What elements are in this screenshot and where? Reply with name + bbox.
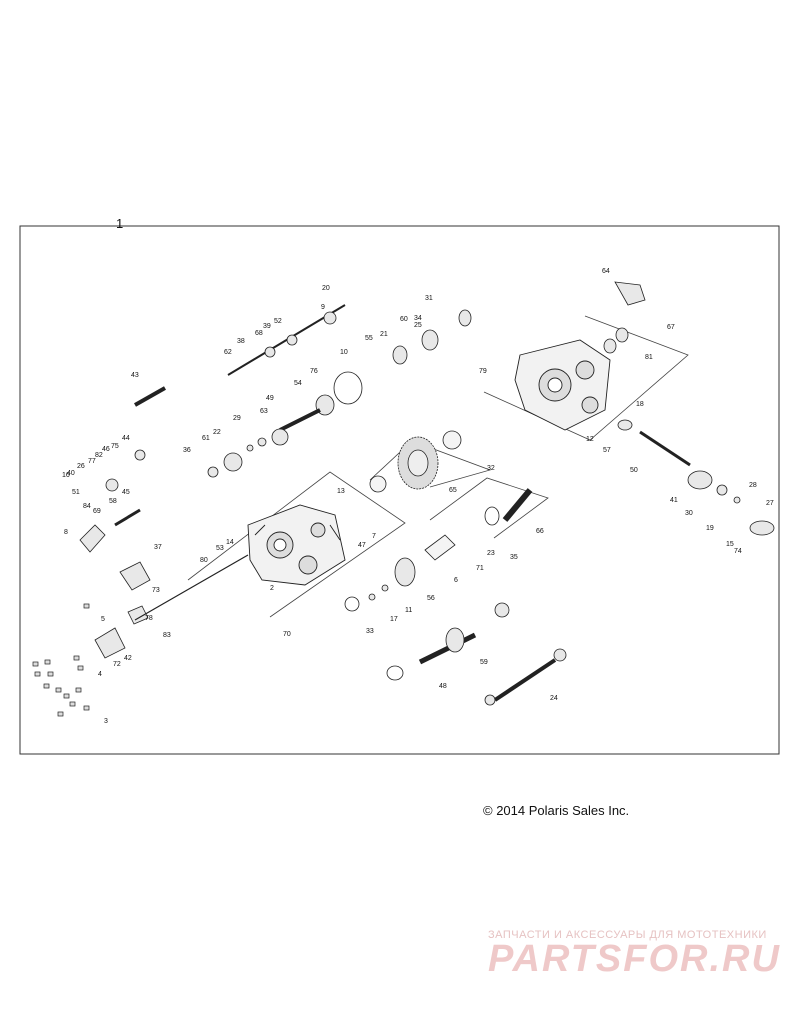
callout: 57 [603, 447, 611, 454]
callout: 18 [636, 401, 644, 408]
callout: 71 [476, 565, 484, 572]
shift-shaft-assembly [227, 304, 346, 376]
callout: 49 [266, 395, 274, 402]
callout: 63 [260, 408, 268, 415]
callout: 2 [270, 585, 274, 592]
callout: 33 [366, 628, 374, 635]
callout: 44 [122, 435, 130, 442]
callout: 69 [93, 508, 101, 515]
assembly-ref-number: 1 [116, 216, 123, 231]
callout: 16 [62, 472, 70, 479]
callout: 73 [152, 587, 160, 594]
callout: 80 [200, 557, 208, 564]
callout: 13 [337, 488, 345, 495]
callout: 77 [88, 458, 96, 465]
callout: 10 [340, 349, 348, 356]
callout: 72 [113, 661, 121, 668]
callout: 22 [213, 429, 221, 436]
callout: 64 [602, 268, 610, 275]
callout-labels: 2 3 4 5 6 7 8 9 10 11 12 13 14 15 16 17 … [62, 268, 774, 725]
callout: 15 [726, 541, 734, 548]
callout: 17 [390, 616, 398, 623]
callout: 62 [224, 349, 232, 356]
callout: 52 [274, 318, 282, 325]
callout: 21 [380, 331, 388, 338]
callout: 4 [98, 671, 102, 678]
callout: 81 [645, 354, 653, 361]
callout: 24 [550, 695, 558, 702]
callout: 67 [667, 324, 675, 331]
callout: 82 [95, 452, 103, 459]
callout: 23 [487, 550, 495, 557]
callout: 5 [101, 616, 105, 623]
callout: 76 [310, 368, 318, 375]
copyright-notice: © 2014 Polaris Sales Inc. [483, 803, 630, 818]
callout: 66 [536, 528, 544, 535]
callout: 54 [294, 380, 302, 387]
callout: 78 [145, 615, 153, 622]
callout: 28 [749, 482, 757, 489]
callout: 75 [111, 443, 119, 450]
callout: 50 [630, 467, 638, 474]
large-driven-gear [369, 430, 462, 493]
callout: 38 [237, 338, 245, 345]
cover-gearcase-housing [514, 339, 611, 431]
callout: 43 [131, 372, 139, 379]
callout: 40 [67, 470, 75, 477]
callout: 65 [449, 487, 457, 494]
callout: 6 [454, 577, 458, 584]
callout: 45 [122, 489, 130, 496]
callout: 74 [734, 548, 742, 555]
output-shaft-assembly [603, 281, 775, 536]
callout: 61 [202, 435, 210, 442]
callout: 47 [358, 542, 366, 549]
callout: 70 [283, 631, 291, 638]
callout: 37 [154, 544, 162, 551]
watermark-tagline: ЗАПЧАСТИ И АКСЕССУАРЫ ДЛЯ МОТОТЕХНИКИ [488, 929, 767, 941]
assembly-frame [19, 225, 780, 755]
callout: 41 [670, 497, 678, 504]
callout: 68 [255, 330, 263, 337]
callout: 26 [77, 463, 85, 470]
callout: 39 [263, 323, 271, 330]
callout: 14 [226, 539, 234, 546]
callout: 20 [322, 285, 330, 292]
callout: 56 [427, 595, 435, 602]
callout: 46 [102, 446, 110, 453]
main-gearcase-housing [247, 504, 346, 586]
callout: 84 [83, 503, 91, 510]
input-gear-train [134, 309, 472, 478]
shift-linkage-parts [79, 449, 249, 659]
callout: 42 [124, 655, 132, 662]
lower-gear-train [344, 488, 567, 706]
callout: 29 [233, 415, 241, 422]
callout: 12 [586, 436, 594, 443]
callout: 3 [104, 718, 108, 725]
callout: 19 [706, 525, 714, 532]
callout: 60 [400, 316, 408, 323]
callout: 83 [163, 632, 171, 639]
callout: 35 [510, 554, 518, 561]
watermark-logo: PARTSFOR.RU [488, 938, 781, 980]
callout: 51 [72, 489, 80, 496]
callout: 25 [414, 322, 422, 329]
callout: 59 [480, 659, 488, 666]
callout: 32 [487, 465, 495, 472]
callout: 9 [321, 304, 325, 311]
callout: 34 [414, 315, 422, 322]
callout: 79 [479, 368, 487, 375]
callout: 11 [405, 607, 412, 614]
callout: 8 [64, 529, 68, 536]
callout: 36 [183, 447, 191, 454]
callout: 7 [372, 533, 376, 540]
callout: 30 [685, 510, 693, 517]
callout: 48 [439, 683, 447, 690]
callout: 31 [425, 295, 433, 302]
callout: 58 [109, 498, 117, 505]
fastener-bolts [32, 603, 90, 717]
callout: 55 [365, 335, 373, 342]
callout: 27 [766, 500, 774, 507]
callout: 53 [216, 545, 224, 552]
